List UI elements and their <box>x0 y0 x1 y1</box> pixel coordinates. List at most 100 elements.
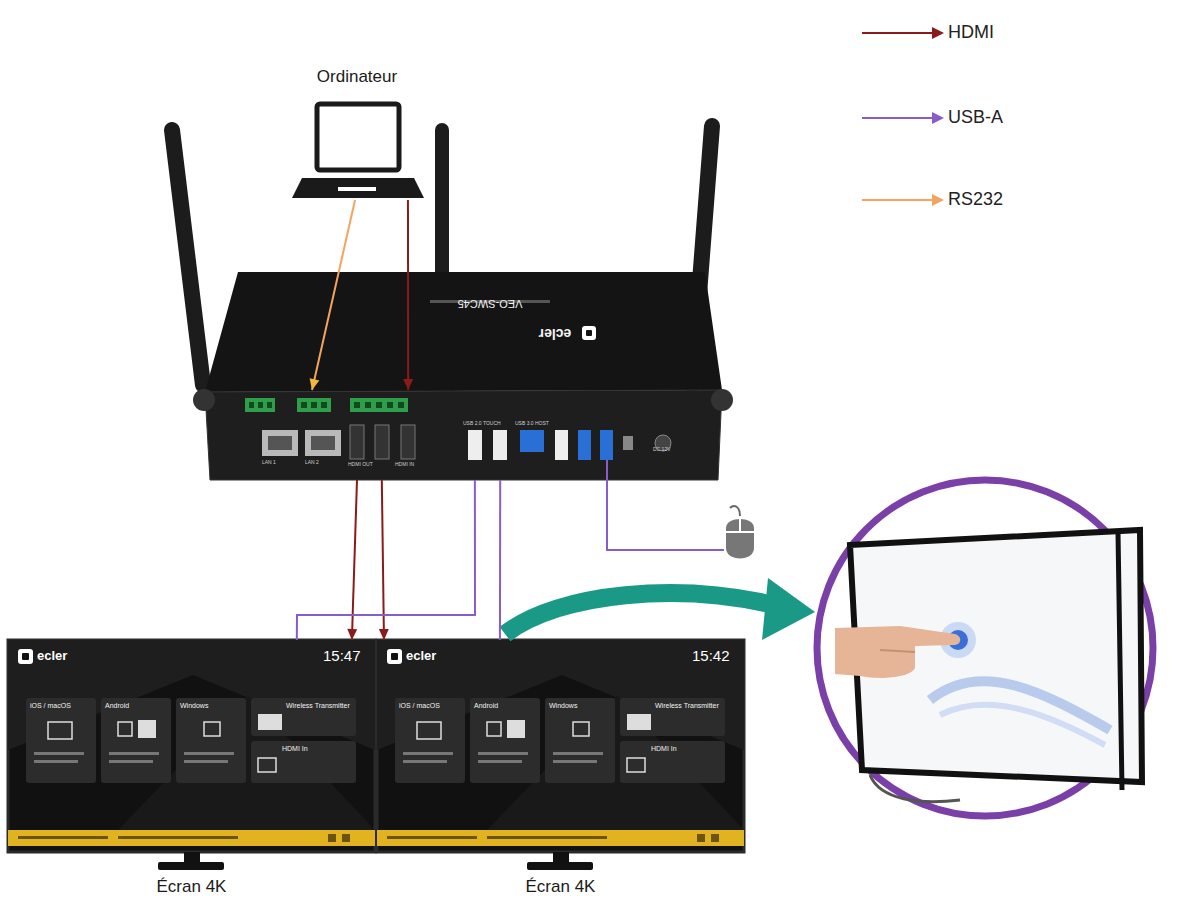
card-title: Wireless Transmitter <box>655 702 723 710</box>
terminal-block <box>245 398 408 412</box>
card-title: iOS / macOS <box>30 702 92 710</box>
device-port <box>623 436 633 450</box>
laptop-illustration <box>317 104 399 170</box>
screen-node: Écran 4Kecler15:42iOS / macOSAndroidWind… <box>377 640 744 872</box>
hdmi-cable <box>379 480 389 640</box>
port-label: HDMI OUT <box>348 462 373 468</box>
legend-line <box>860 106 946 130</box>
port-label: DC 12V <box>653 447 671 453</box>
device-port <box>375 425 389 459</box>
device-port <box>262 425 671 460</box>
arrowhead <box>379 629 389 640</box>
device-port <box>468 430 482 460</box>
card-title: Windows <box>549 702 611 710</box>
card-title: HDMI In <box>651 745 721 753</box>
terminal-block <box>258 402 263 408</box>
legend-line <box>860 21 946 45</box>
screen-caption: Écran 4K <box>377 878 744 897</box>
legend-row: USB-A <box>860 106 1060 130</box>
screen-caption: Écran 4K <box>8 878 375 897</box>
card-title: Wireless Transmitter <box>286 702 354 710</box>
device-port <box>401 425 415 459</box>
hdmi-cable <box>382 480 384 640</box>
device-port <box>268 436 292 450</box>
rs232-wire <box>312 200 355 390</box>
legend-row: RS232 <box>860 188 1060 212</box>
device-body <box>205 390 722 480</box>
device-port <box>311 436 335 450</box>
port-label: USB 2.0 TOUCH <box>463 421 501 427</box>
touch-illustration <box>817 480 1153 816</box>
usb-cable <box>499 480 501 640</box>
legend-text: RS232 <box>948 189 1003 210</box>
terminal-block <box>249 402 254 408</box>
mouse-illustration <box>739 518 741 532</box>
card-title: HDMI In <box>282 745 352 753</box>
pointer-arrow <box>762 578 815 640</box>
hdmi-cable <box>403 200 413 390</box>
device-node: eclerVEO-SWC45LAN 1LAN 2HDMI OUTHDMI INU… <box>205 390 722 480</box>
legend-line <box>862 199 934 201</box>
antenna <box>172 130 203 385</box>
usb-cable <box>297 480 475 640</box>
device-port <box>578 430 591 460</box>
port-label: HDMI IN <box>395 462 414 468</box>
touch-illustration <box>940 705 1105 745</box>
terminal-block <box>297 398 331 412</box>
screen-graphic <box>8 640 375 870</box>
terminal-block <box>376 402 382 408</box>
screen-node: Écran 4Kecler15:47iOS / macOSAndroidWind… <box>8 640 375 872</box>
hdmi-cable <box>407 200 409 390</box>
card-title: Windows <box>180 702 242 710</box>
terminal-block <box>321 402 327 408</box>
port-label: USB 3.0 HOST <box>515 421 549 427</box>
screen-graphic <box>377 640 744 870</box>
laptop-illustration <box>338 187 376 191</box>
legend-arrowhead <box>932 112 944 124</box>
mouse-illustration <box>726 519 754 559</box>
usb-cable <box>297 480 475 640</box>
port-label: LAN 2 <box>305 460 319 466</box>
device-port <box>350 425 364 459</box>
device-port <box>520 430 544 452</box>
screen-clock: 15:42 <box>692 648 730 665</box>
pointer-arrow <box>505 578 815 640</box>
antenna <box>435 130 449 282</box>
arrowhead <box>403 379 413 390</box>
touch-illustration <box>1118 532 1122 790</box>
arrowhead <box>347 629 357 640</box>
laptop-node: Ordinateur <box>292 100 422 200</box>
hdmi-cable <box>347 480 357 640</box>
mouse-illustration <box>607 460 724 550</box>
legend-arrowhead <box>932 27 944 39</box>
brand-label: ecler <box>525 326 585 341</box>
card-title: Android <box>105 702 167 710</box>
device-port <box>305 430 341 456</box>
legend-row: HDMI <box>860 21 1060 45</box>
screen-logo: ecler <box>406 649 436 663</box>
legend-line <box>862 117 934 119</box>
device-body <box>193 389 215 411</box>
device-port <box>493 430 507 460</box>
device-body <box>586 330 592 336</box>
device-body <box>711 389 733 411</box>
terminal-block <box>354 402 360 408</box>
screen-logo: ecler <box>37 649 67 663</box>
laptop-illustration <box>292 178 424 198</box>
touch-illustration <box>870 775 960 802</box>
port-label: LAN 1 <box>262 460 276 466</box>
terminal-block <box>365 402 371 408</box>
terminal-block <box>398 402 404 408</box>
arrowhead <box>310 378 320 390</box>
hdmi-cable <box>352 480 357 640</box>
card-title: iOS / macOS <box>399 702 461 710</box>
touch-illustration <box>880 650 915 652</box>
terminal-block <box>387 402 393 408</box>
touch-illustration <box>817 480 1153 816</box>
device-port <box>600 430 613 460</box>
legend-line <box>860 188 946 212</box>
device-body <box>582 326 596 340</box>
model-label: VEO-SWC45 <box>445 298 535 310</box>
terminal-block <box>267 402 272 408</box>
